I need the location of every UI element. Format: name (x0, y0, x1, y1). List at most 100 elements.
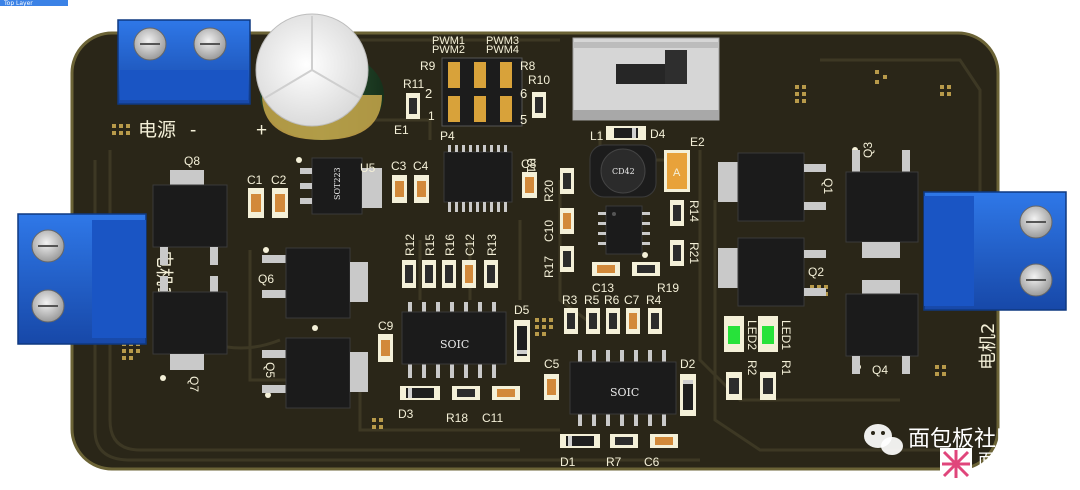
designator-r5: R5 (584, 293, 600, 307)
designator-r16: R16 (443, 234, 457, 256)
capacitor-c8 (522, 172, 537, 198)
pwm1-label: PWM1 (432, 35, 465, 47)
designator-r13: R13 (485, 234, 499, 256)
designator-q6: Q6 (258, 272, 274, 286)
capacitor-c13 (592, 262, 620, 276)
inductor-label: CD42 (612, 167, 635, 176)
designator-q2: Q2 (808, 265, 824, 279)
resistor-r6 (606, 308, 620, 334)
mosfet-q2 (718, 237, 826, 307)
pwm2-label: PWM2 (432, 44, 465, 56)
resistor-r5 (586, 308, 600, 334)
designator-c3: C3 (391, 159, 407, 173)
resistor-r19 (632, 262, 660, 276)
motor1-label: 电机1 (153, 250, 174, 297)
slide-switch[interactable] (572, 37, 720, 121)
tantalum-mark: A (673, 167, 681, 179)
regulator-label: SOT223 (333, 167, 342, 200)
designator-c10: C10 (542, 220, 556, 242)
designator-d5: D5 (514, 303, 530, 317)
silkscreen-dots (160, 147, 861, 398)
designator-q7: Q7 (187, 376, 201, 392)
capacitor-c7 (626, 308, 640, 334)
capacitor-c10 (560, 208, 574, 234)
designator-c8: C8 (521, 157, 537, 171)
resistor-r2 (726, 372, 742, 400)
pin-label-6: 6 (520, 86, 527, 101)
designator-c7: C7 (624, 293, 640, 307)
motor2-label: 电机2 (978, 323, 999, 370)
mosfet-q7 (152, 276, 228, 370)
motor2-terminal-block (923, 191, 1067, 311)
designator-u5: U5 (360, 161, 376, 175)
designator-c13: C13 (592, 281, 614, 295)
designator-r2: R2 (745, 360, 759, 376)
designator-r20: R20 (542, 180, 556, 202)
tantalum-capacitor-e2: A (664, 150, 690, 192)
resistor-r11 (406, 93, 420, 119)
diode-d2 (680, 374, 696, 416)
capacitor-c4 (414, 175, 429, 203)
layer-tab-label: Top Layer (3, 0, 33, 7)
resistor-r14 (670, 200, 684, 226)
mosfet-q6 (262, 247, 368, 319)
resistor-r7 (610, 434, 638, 448)
designator-u1: U1 (524, 158, 538, 174)
resistor-r13 (484, 260, 498, 288)
designator-d2: D2 (680, 357, 696, 371)
layer-tab[interactable]: Top Layer (0, 0, 68, 7)
designator-r6: R6 (604, 293, 620, 307)
ic-soic-left: SOIC (401, 302, 507, 378)
watermark: 面包板社区 面包板社区 mianbaoban.cn (864, 424, 1063, 485)
resistor-r12 (402, 260, 416, 288)
pin-header-p4 (441, 57, 523, 127)
pin-label-1: 1 (428, 109, 435, 123)
designator-c2: C2 (271, 173, 287, 187)
designator-l1: L1 (590, 129, 604, 143)
capacitor-c1 (248, 188, 264, 218)
designator-led2: LED2 (745, 320, 759, 350)
designator-r9: R9 (420, 59, 436, 73)
capacitor-c9 (378, 334, 393, 362)
resistor-r3 (564, 308, 578, 334)
ic-label-left: SOIC (440, 338, 469, 351)
capacitor-c11 (492, 386, 520, 400)
watermark-logo-icon (940, 448, 972, 480)
led-2 (724, 316, 744, 352)
voltage-regulator-u5: SOT223 (300, 157, 382, 215)
via-clusters (112, 70, 951, 429)
resistor-r10 (532, 92, 546, 118)
designator-q3: Q3 (861, 142, 875, 158)
diode-d3 (400, 386, 440, 400)
designator-e1: E1 (394, 123, 409, 137)
resistor-r15 (422, 260, 436, 288)
designator-r14: R14 (687, 200, 701, 222)
designator-r1: R1 (779, 360, 793, 376)
power-plus-label: + (256, 120, 267, 141)
resistor-r20 (560, 168, 574, 194)
designator-r7: R7 (606, 455, 622, 469)
resistor-r1 (760, 372, 776, 400)
diode-d5 (514, 320, 530, 362)
resistor-r16 (442, 260, 456, 288)
designator-d1: D1 (560, 455, 576, 469)
capacitor-c2 (272, 188, 288, 218)
led-1 (758, 316, 778, 352)
inductor-l1: CD42 (589, 144, 657, 198)
resistor-r4 (648, 308, 662, 334)
watermark-url: mianbaoban.cn (980, 474, 1057, 485)
diode-d4 (606, 126, 646, 140)
resistor-r21 (670, 240, 684, 266)
designator-p4: P4 (440, 129, 455, 143)
designator-c9: C9 (378, 319, 394, 333)
capacitor-c5 (544, 374, 559, 400)
designator-c12: C12 (463, 234, 477, 256)
ic-soic-right: SOIC (569, 350, 677, 426)
capacitor-c3 (392, 175, 407, 203)
mosfet-q3 (845, 150, 919, 258)
ic-u1 (443, 145, 513, 212)
power-label: 电源 (138, 119, 176, 141)
power-terminal-block (117, 19, 251, 105)
pin-label-5: 5 (520, 112, 527, 127)
